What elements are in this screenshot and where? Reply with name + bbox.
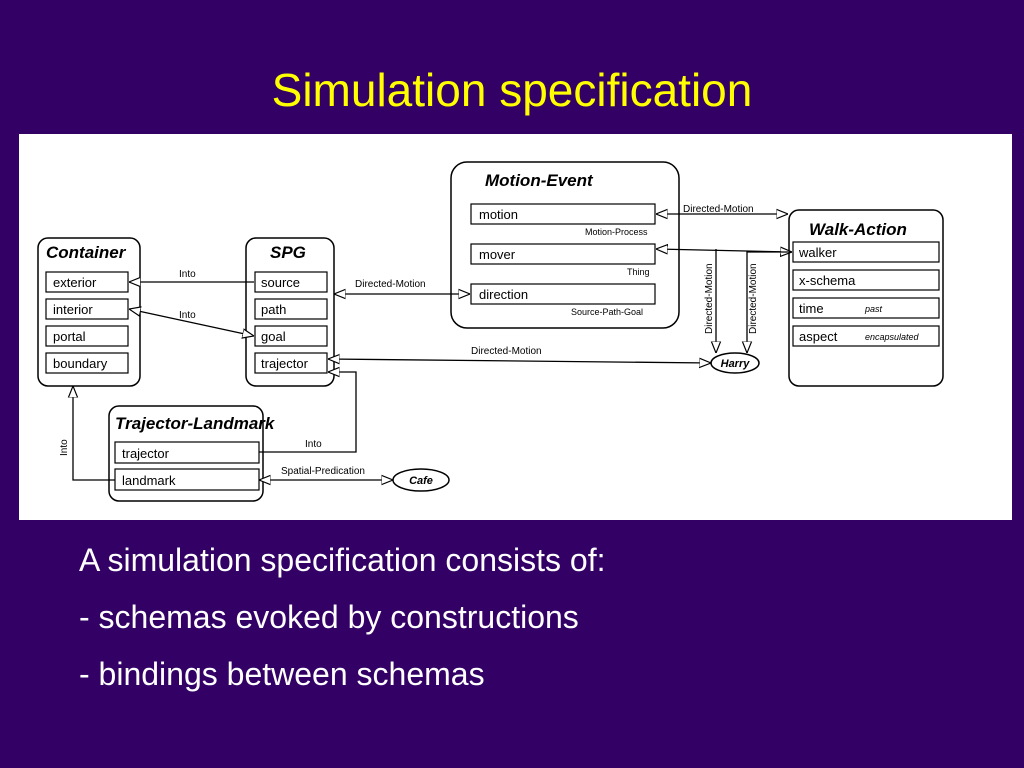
spg-slot-trajector-label: trajector — [261, 356, 309, 371]
walk-action-slot-x-schema-label: x-schema — [799, 273, 856, 288]
motion-event-slot-mover — [470, 243, 656, 265]
motion-event-slot-mover-label: mover — [479, 247, 516, 262]
spg-slot-source-label: source — [261, 275, 300, 290]
walk-action-slot-walker-label: walker — [798, 245, 837, 260]
slide-title: Simulation specification — [271, 64, 753, 116]
container-slot-exterior-label: exterior — [53, 275, 97, 290]
cafe-label: Cafe — [409, 475, 433, 487]
walk-action-slot-aspect-label: aspect — [799, 329, 838, 344]
edge-label-into-landmark: Into — [59, 439, 70, 456]
body-text: A simulation specification consists of: … — [79, 532, 605, 703]
edge-interior-goal — [129, 309, 254, 336]
container-title: Container — [46, 243, 127, 262]
edge-label-into-trajector: Into — [305, 439, 322, 450]
edge-label-directed-motion-harry-mover: Directed-Motion — [704, 263, 715, 334]
motion-event-schema: Motion-Event motion Motion-Process mover… — [450, 161, 680, 329]
motion-event-note-thing: Thing — [627, 267, 650, 277]
trajector-landmark-slot-landmark-label: landmark — [122, 473, 176, 488]
container-slot-boundary-label: boundary — [53, 356, 108, 371]
edge-label-directed-motion-harry-trajector: Directed-Motion — [471, 346, 542, 357]
body-bullet-bindings: - bindings between schemas — [79, 656, 485, 692]
spg-slot-trajector — [254, 352, 328, 374]
edge-label-spatial-predication: Spatial-Predication — [281, 466, 365, 477]
motion-event-note-motion-process: Motion-Process — [585, 227, 648, 237]
edge-label-directed-motion-walk: Directed-Motion — [683, 204, 754, 215]
trajector-landmark-schema: Trajector-Landmark trajector landmark — [108, 405, 276, 502]
edge-label-into-exterior-source: Into — [179, 269, 196, 280]
spg-title: SPG — [270, 243, 306, 262]
edge-label-directed-motion-harry-walker: Directed-Motion — [748, 263, 759, 334]
motion-event-slot-direction — [470, 283, 656, 305]
spg-slot-source — [254, 271, 328, 293]
walk-action-slot-walker — [792, 241, 940, 263]
container-schema: Container exterior interior portal bound… — [37, 237, 141, 387]
cafe-node: Cafe — [392, 468, 450, 492]
body-intro: A simulation specification consists of: — [79, 542, 606, 578]
container-slot-boundary — [45, 352, 129, 374]
motion-event-note-source-path-goal: Source-Path-Goal — [571, 307, 643, 317]
walk-action-value-encapsulated: encapsulated — [865, 332, 920, 342]
edge-label-into-interior-goal: Into — [179, 310, 196, 321]
trajector-landmark-slot-trajector-label: trajector — [122, 446, 170, 461]
motion-event-slot-motion — [470, 203, 656, 225]
walk-action-value-past: past — [864, 304, 883, 314]
harry-node: Harry — [710, 352, 760, 374]
walk-action-slot-time — [792, 297, 940, 319]
walk-action-title: Walk-Action — [809, 220, 907, 239]
schema-diagram: Container exterior interior portal bound… — [19, 134, 1012, 520]
walk-action-slot-time-label: time — [799, 301, 824, 316]
walk-action-schema: Walk-Action walker x-schema time past as… — [788, 209, 944, 387]
edge-landmark-boundary — [73, 386, 115, 481]
harry-label: Harry — [721, 358, 751, 370]
walk-action-slot-x-schema — [792, 269, 940, 291]
edge-trajector-into — [259, 372, 357, 453]
motion-event-slot-direction-label: direction — [479, 287, 528, 302]
motion-event-slot-motion-label: motion — [479, 207, 518, 222]
container-slot-exterior — [45, 271, 129, 293]
edge-walker-harry — [747, 251, 792, 353]
spg-schema: SPG source path goal trajector — [245, 237, 335, 387]
container-slot-portal-label: portal — [53, 329, 86, 344]
spg-slot-path-label: path — [261, 302, 286, 317]
edge-label-directed-motion-spg: Directed-Motion — [355, 279, 426, 290]
walk-action-slot-aspect — [792, 325, 940, 347]
edge-trajector-harry — [328, 359, 711, 363]
motion-event-title: Motion-Event — [485, 171, 594, 190]
body-bullet-schemas: - schemas evoked by constructions — [79, 599, 579, 635]
spg-slot-goal-label: goal — [261, 329, 286, 344]
container-slot-interior-label: interior — [53, 302, 93, 317]
trajector-landmark-title: Trajector-Landmark — [115, 414, 276, 433]
diagram-canvas: Container exterior interior portal bound… — [37, 161, 944, 502]
